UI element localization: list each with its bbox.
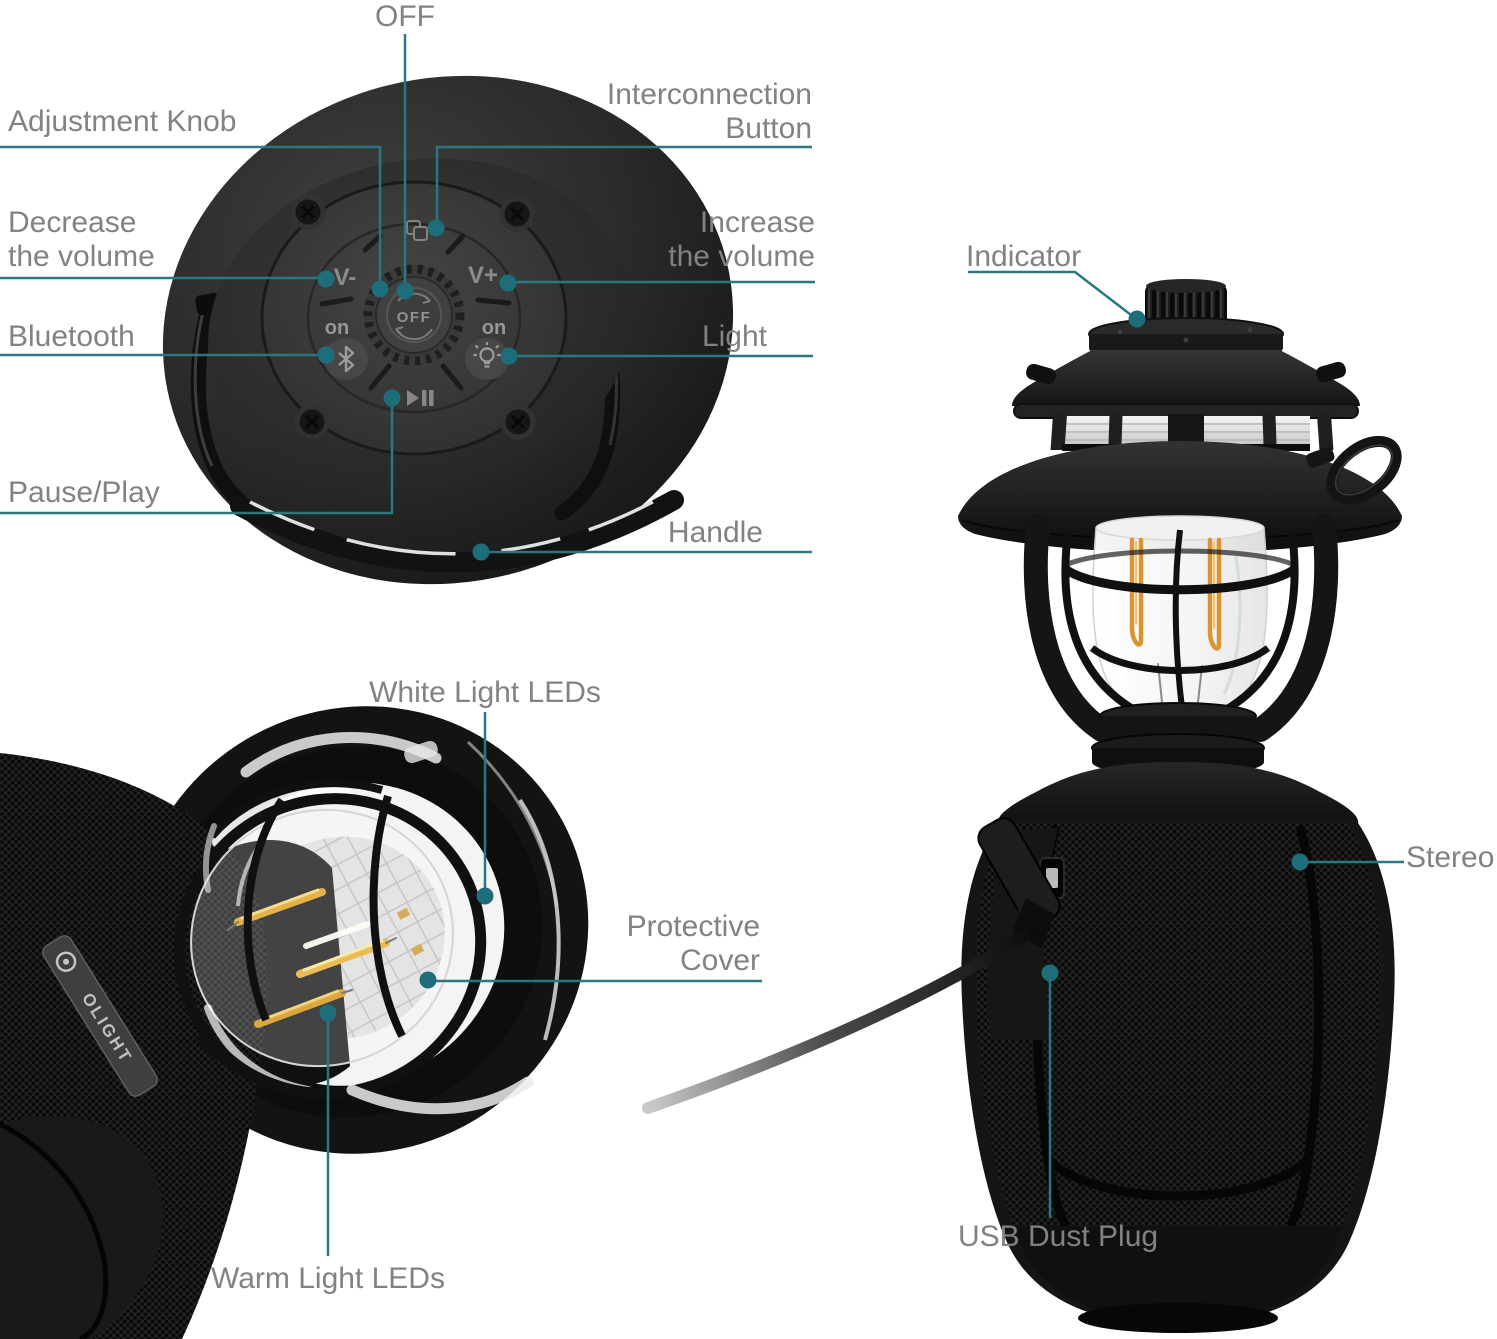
bluetooth-dot [317,346,335,364]
off-label: OFF [375,0,435,33]
protective-cover-dot [419,971,437,989]
warm-light-leds-label: Warm Light LEDs [211,1262,445,1295]
carabiner-clip [1305,435,1402,505]
bluetooth-label: Bluetooth [8,320,135,353]
protective-cover-line1: Protective [626,910,760,943]
closeup-end-cap [0,1115,164,1339]
bulb-icon [473,342,501,368]
usb-cable [642,924,1038,1114]
adjustment-knob: OFF [363,264,465,366]
base-foot [1078,1303,1278,1333]
volume-down-marking: V- [334,264,357,291]
cage-wires [1061,529,1299,716]
button-ring [306,222,522,414]
increase-dot [499,274,517,292]
knob-rotation-arrows [395,292,433,341]
increase-volume-label: Increase the volume [515,206,815,274]
volume-up-marking: V+ [468,262,498,289]
base-mesh [975,824,1381,1226]
speaker-base [961,762,1395,1333]
panel-screws [290,194,536,440]
white-light-leds-label: White Light LEDs [369,676,601,709]
handle-dot [472,543,490,561]
interconnection-button-label: Interconnection Button [512,78,812,146]
pause-play-label: Pause/Play [8,476,160,509]
play-pause-icon [407,390,434,406]
knob-off-text: OFF [397,309,432,326]
callout-lines [0,34,1404,1256]
light-button [465,338,509,380]
usb-dust-plug-label: USB Dust Plug [958,1220,1159,1253]
protective-cover-label: Protective Cover [510,910,760,978]
base-shoulder [997,762,1359,824]
lantern-photo [642,279,1402,1333]
interconnection-line1: Interconnection [606,78,812,111]
usb-area [642,817,1065,1114]
panel-divider-ticks [319,233,512,391]
lantern-roof [958,441,1402,553]
increase-line2: the volume [668,240,815,273]
warm-filaments [227,888,397,1028]
usb-dot [1041,964,1059,982]
light-label: Light [701,320,767,353]
increase-line1: Increase [699,206,815,239]
decrease-line2: the volume [8,240,155,273]
warm-leds-dot [319,1004,337,1022]
closeup-cage-wires [173,779,487,1099]
bluetooth-icon [338,345,355,373]
pause-play-callout-line [0,400,394,515]
indicator-callout-line [968,270,1136,319]
cage-leg-right [1248,514,1339,742]
stereo-label: Stereo [1406,841,1495,874]
protective-cover-line2: Cover [679,944,760,977]
interconnection-dot [427,219,445,237]
decrease-line1: Decrease [8,206,137,239]
adjustment-knob-dot [371,280,389,298]
white-leds-dot [476,887,494,905]
pause-play-dot [383,389,401,407]
interconnection-line2: Button [725,112,812,145]
off-dot [396,282,414,300]
top-view-photo: OFF V- V+ on on [162,75,734,585]
interconnection-callout-line [435,145,812,226]
decrease-volume-label: Decrease the volume [8,206,155,274]
closeup-photo: OLIGHT [0,706,589,1339]
base-bottom-band [1014,1226,1342,1324]
decrease-dot [317,270,335,288]
adjustment-knob-label: Adjustment Knob [8,105,237,138]
cap-dome [1012,350,1360,406]
handle-label: Handle [667,516,763,549]
interconnection-icon [406,220,428,241]
indicator-dot [1128,310,1146,328]
on-marking-left: on [325,317,349,339]
adjustment-knob-callout-line [0,145,382,287]
bluetooth-button [324,338,368,380]
callout-dots [317,219,1309,1022]
indicator-label: Indicator [966,240,1082,273]
brand-logo-icon [55,951,77,972]
cage-leg-left [1023,514,1114,742]
stereo-dot [1291,853,1309,871]
handle-crescent [230,490,684,573]
light-dot [500,347,518,365]
on-marking-right: on [482,317,506,339]
clear-cover-edges [203,732,534,1115]
